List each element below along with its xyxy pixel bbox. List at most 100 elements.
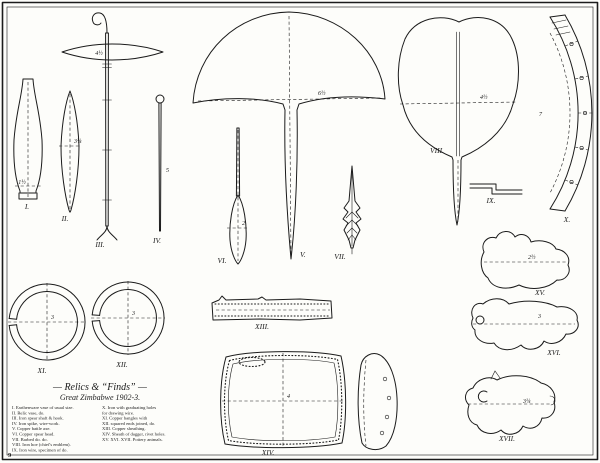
legend-line: IX. Iron wire, specimen of do.	[12, 447, 68, 453]
chape-rivet-hole	[386, 395, 392, 401]
measure-xv: 2½	[528, 254, 536, 261]
artifact-vii-arrowhead: VII.	[334, 165, 362, 261]
sheath-patch	[238, 356, 266, 368]
band-hole	[579, 146, 584, 151]
legend-line: XIII. Copper sheathing.	[102, 426, 146, 431]
artifact-vi-spearhead: 2 VI.	[218, 127, 249, 265]
bangle-gap-ends	[91, 314, 101, 322]
plate-title: — Relics & “Finds” —	[52, 382, 147, 393]
label-vi: VI.	[218, 256, 227, 265]
chape-rivet-hole	[382, 376, 388, 382]
figurine-ear	[490, 370, 501, 380]
vase-base	[18, 192, 38, 200]
spike-rod	[158, 102, 162, 232]
band-measure-arc	[549, 32, 571, 194]
hook	[91, 12, 108, 34]
label-v: V.	[300, 250, 306, 259]
legend-line: XII. squared ends joined, do.	[102, 421, 155, 427]
wire-outline	[469, 183, 523, 195]
chape-rivet-hole	[384, 414, 390, 420]
legend-line: V. Copper battle axe.	[12, 426, 51, 431]
legend-line: IV. Iron spike, wire-work.	[12, 421, 60, 427]
shaft-rod	[105, 32, 109, 227]
hoe-outline	[397, 17, 519, 226]
axe-width-line	[197, 97, 383, 102]
label-ii: II.	[61, 214, 69, 223]
inner-border	[6, 6, 594, 456]
spear-shaft	[235, 127, 241, 197]
sheath-stipple	[223, 354, 343, 445]
legend-line: XI. Copper bangles with	[102, 416, 148, 421]
measure-x: 7	[539, 112, 543, 118]
sheath-chape-outline	[357, 353, 398, 451]
label-i: I.	[24, 202, 29, 211]
artifact-iii-shaft: 4½ III.	[61, 12, 164, 249]
label-xiv: XIV.	[261, 448, 275, 457]
measure-xiv: 4	[287, 393, 290, 400]
band-hatching	[551, 19, 571, 36]
legend-line: I. Earthenware vase of usual size.	[12, 405, 74, 410]
figurine-tail	[549, 395, 556, 406]
artifact-i-vase: 1½ I.	[13, 78, 43, 211]
hoe-midrib	[456, 31, 460, 157]
label-ix: IX.	[486, 196, 496, 205]
spear-blade	[229, 194, 247, 265]
artifact-xv-figurine: 2½ XV.	[480, 231, 570, 297]
figurine-c-mark	[477, 390, 488, 403]
label-xii: XII.	[115, 360, 128, 369]
label-viii: VIII.	[430, 146, 444, 155]
artifact-v-axe: 6½ V.	[192, 11, 386, 260]
artifact-ii-blade: 3¼ II.	[59, 90, 82, 223]
band-hole	[569, 180, 574, 185]
legend-line: XIV. Sheath of dagger, rivet holes.	[102, 432, 166, 438]
label-xvii: XVII.	[498, 434, 515, 443]
bangle-outer	[8, 283, 86, 361]
band-hole-ticks	[564, 40, 592, 186]
blade-outline	[60, 90, 80, 213]
legend-line: II. Relic vase, do.	[12, 410, 44, 416]
artifact-x-band: 7 X.	[539, 14, 593, 224]
artifact-xvi-figurine: 3 XVI.	[471, 298, 579, 357]
measure-v: 6½	[318, 90, 326, 97]
artifact-xii-bangle: 3 XII.	[91, 281, 165, 369]
legend-line: VII. Barbed do. do.	[12, 437, 48, 442]
label-xv: XV.	[534, 288, 546, 297]
legend-line: XV. XVI. XVII. Pottery animals.	[102, 437, 163, 442]
measure-iv: 5	[166, 168, 169, 174]
vase-outline	[13, 78, 43, 194]
measure-xii: 3	[131, 311, 135, 317]
label-iii: III.	[94, 240, 104, 249]
artifact-ix-wire: IX.	[469, 183, 523, 205]
strip-outline	[211, 295, 333, 321]
legend-line: VI. Copper spear head.	[12, 432, 54, 437]
label-vii: VII.	[334, 252, 346, 261]
shaft-ticks	[102, 99, 112, 201]
axe-centerline	[288, 15, 292, 257]
artifact-viii-hoe: 4½ VIII.	[397, 17, 519, 226]
band-end-caps	[549, 14, 566, 212]
label-xvi: XVI.	[546, 348, 561, 357]
axe-outline	[192, 11, 386, 260]
caption-block: — Relics & “Finds” — Great Zimbabwe 1902…	[12, 382, 166, 453]
legend-line: VIII. Iron hoe (chief's emblem).	[12, 442, 71, 447]
hoe-width-line	[399, 101, 518, 105]
arrow-hatching	[345, 211, 359, 241]
measure-xvi: 3	[537, 314, 541, 320]
sheath-outer	[220, 351, 347, 449]
measure-vi: 2	[242, 221, 245, 227]
artifact-xiii-strip: XIII.	[211, 295, 333, 331]
figurine-outline	[480, 231, 570, 289]
measure-xi: 3	[50, 315, 54, 321]
label-x: X.	[563, 215, 571, 224]
measure-ii: 3¼	[73, 139, 82, 145]
measure-viii: 4½	[480, 94, 488, 101]
chape-rivet-hole	[379, 430, 385, 436]
measure-i: 1½	[18, 179, 26, 186]
label-xiii: XIII.	[254, 322, 269, 331]
label-iv: IV.	[152, 236, 161, 245]
legend-line: III. Iron spear shaft & hook.	[12, 416, 64, 421]
artifact-xiv-sheath: 4 XIV.	[220, 351, 398, 457]
legend-line: for drawing wire.	[102, 410, 134, 415]
figurine-outline	[465, 375, 556, 435]
